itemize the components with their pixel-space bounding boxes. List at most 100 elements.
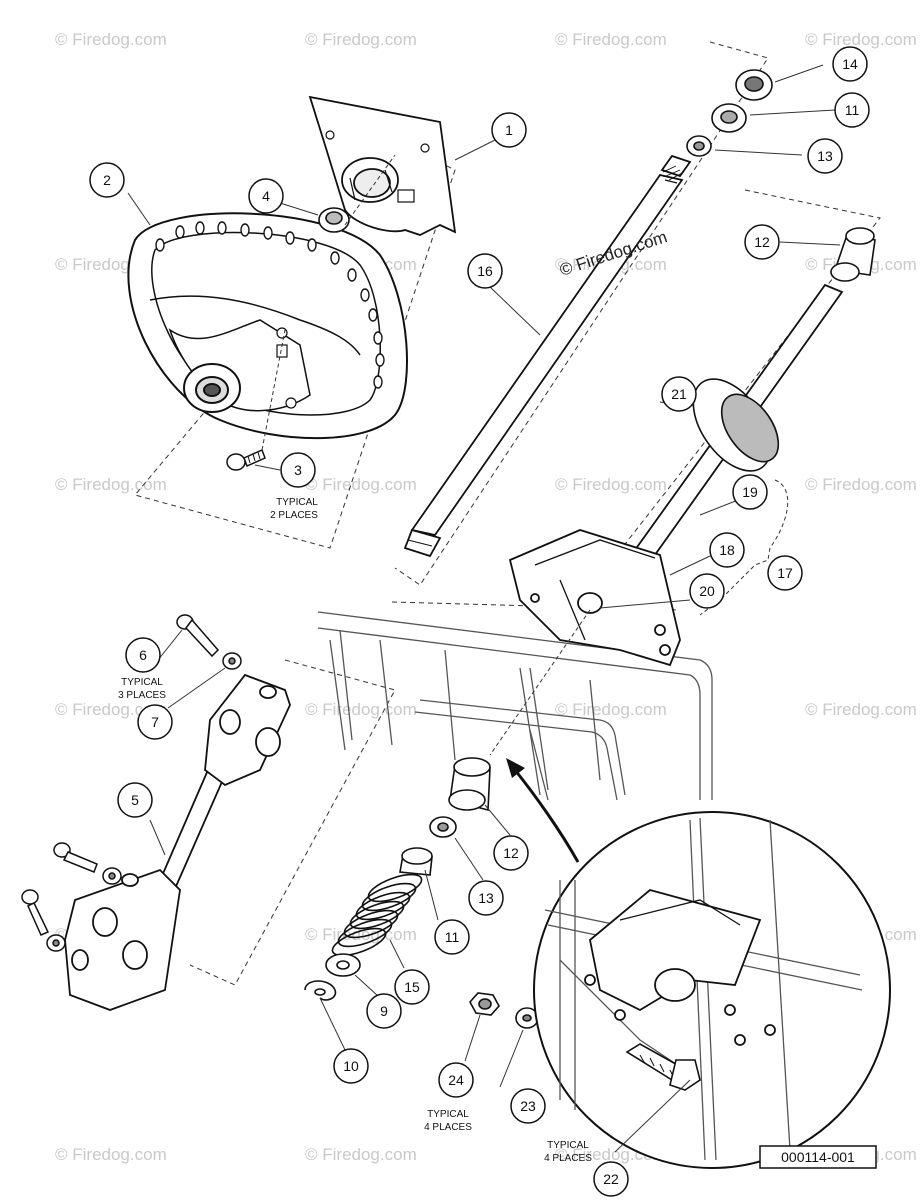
wheel-grip xyxy=(360,288,370,302)
callout-11: 11 xyxy=(434,919,470,955)
washer-11-top xyxy=(711,103,747,133)
callout-23: 23 xyxy=(510,1088,546,1124)
spacer-13-top xyxy=(686,135,712,157)
callout-6: 6 xyxy=(125,637,161,673)
callout-22: 22 xyxy=(593,1161,629,1197)
bushing-12-lower xyxy=(448,757,491,812)
callout-15: 15 xyxy=(394,969,430,1005)
callout-number: 22 xyxy=(603,1171,619,1187)
wheel-grip xyxy=(263,226,273,240)
callout-13: 13 xyxy=(807,138,843,174)
boot-21 xyxy=(692,378,780,472)
watermark-text: © Firedog.com xyxy=(555,475,667,494)
callout-number: 11 xyxy=(845,102,860,118)
assembly-line xyxy=(344,154,396,226)
callout-number: 6 xyxy=(139,647,147,663)
callout-14: 14 xyxy=(832,46,868,82)
watermark-text: © Firedog.com xyxy=(805,475,917,494)
callout-12: 12 xyxy=(493,835,529,871)
watermark-text: © Firedog.com xyxy=(305,1145,417,1164)
callout-number: 16 xyxy=(477,263,493,279)
callout-5: 5 xyxy=(117,782,153,818)
cart-frame xyxy=(317,611,713,801)
washer-9 xyxy=(325,953,361,977)
watermark-text: © Firedog.com xyxy=(55,1145,167,1164)
callout-24: 24 xyxy=(438,1062,474,1098)
wheel-grip xyxy=(373,375,383,389)
callout-3: 3 xyxy=(280,452,316,488)
wheel-grip xyxy=(375,353,385,367)
callout-11: 11 xyxy=(834,92,870,128)
callout-number: 24 xyxy=(448,1072,464,1088)
detail-view xyxy=(533,811,891,1169)
callout-9: 9 xyxy=(366,993,402,1029)
wheel-grip xyxy=(155,238,165,252)
callout-number: 13 xyxy=(817,148,833,164)
washer-23 xyxy=(515,1007,539,1029)
note-24-line1: TYPICAL xyxy=(427,1109,469,1120)
callout-12: 12 xyxy=(744,224,780,260)
steering-wheel xyxy=(127,212,408,440)
callout-number: 18 xyxy=(719,542,735,558)
screw-3 xyxy=(226,448,266,471)
callout-20: 20 xyxy=(689,573,725,609)
watermark-text: © Firedog.com xyxy=(305,475,417,494)
lockwashers-7 xyxy=(46,652,242,952)
note-22-line2: 4 PLACES xyxy=(544,1153,592,1164)
callout-number: 2 xyxy=(103,172,111,188)
spring-coil xyxy=(331,927,387,957)
wheel-grip xyxy=(217,221,227,235)
watermark-text: © Firedog.com xyxy=(555,700,667,719)
wheel-grip xyxy=(240,223,250,237)
callout-number: 19 xyxy=(742,484,758,500)
callout-number: 1 xyxy=(505,122,513,138)
wheel-grip xyxy=(373,331,383,345)
wheel-grip xyxy=(307,238,317,252)
leader-lines xyxy=(127,64,841,1153)
callout-2: 2 xyxy=(89,162,125,198)
callout-number: 14 xyxy=(842,56,858,72)
callout-4: 4 xyxy=(248,178,284,214)
wheel-grip xyxy=(330,251,340,265)
callout-number: 12 xyxy=(754,234,770,250)
callout-number: 17 xyxy=(777,565,793,581)
callout-number: 23 xyxy=(520,1098,536,1114)
callout-bubbles: 1234567910111213141516171819202122232411… xyxy=(89,46,870,1197)
watermark-text: © Firedog.com xyxy=(55,30,167,49)
note-6-line1: TYPICAL xyxy=(121,677,163,688)
callout-1: 1 xyxy=(491,112,527,148)
watermark-text: © Firedog.com xyxy=(805,700,917,719)
cap-14 xyxy=(735,69,773,101)
detail-arrow xyxy=(506,758,580,863)
wheel-grip xyxy=(347,268,357,282)
watermark-text: © Firedog.com xyxy=(555,30,667,49)
watermark-text: © Firedog.com xyxy=(55,700,167,719)
callout-18: 18 xyxy=(709,532,745,568)
assembly-line xyxy=(489,609,591,756)
callout-number: 9 xyxy=(380,1003,388,1019)
callout-number: 20 xyxy=(699,583,715,599)
wheel-grip xyxy=(175,225,185,239)
wheel-grip xyxy=(285,231,295,245)
wheel-grip xyxy=(195,221,205,235)
horn-plate xyxy=(308,95,457,236)
callout-7: 7 xyxy=(137,704,173,740)
callout-number: 7 xyxy=(151,714,159,730)
callout-16: 16 xyxy=(467,253,503,289)
watermark-text: © Firedog.com xyxy=(805,30,917,49)
watermark-text: © Firedog.com xyxy=(55,475,167,494)
callout-number: 3 xyxy=(294,462,302,478)
callout-21: 21 xyxy=(661,376,697,412)
callout-10: 10 xyxy=(333,1048,369,1084)
callout-19: 19 xyxy=(732,474,768,510)
nut-24 xyxy=(469,992,500,1016)
intermediate-shaft xyxy=(64,673,291,1011)
drawing-reference-box: 000114-001 xyxy=(759,1145,877,1169)
watermark-text: © Firedog.com xyxy=(305,700,417,719)
note-24-line2: 4 PLACES xyxy=(424,1122,472,1133)
callout-number: 21 xyxy=(671,386,687,402)
callout-number: 13 xyxy=(478,890,494,906)
callout-13: 13 xyxy=(468,880,504,916)
callout-17: 17 xyxy=(767,555,803,591)
